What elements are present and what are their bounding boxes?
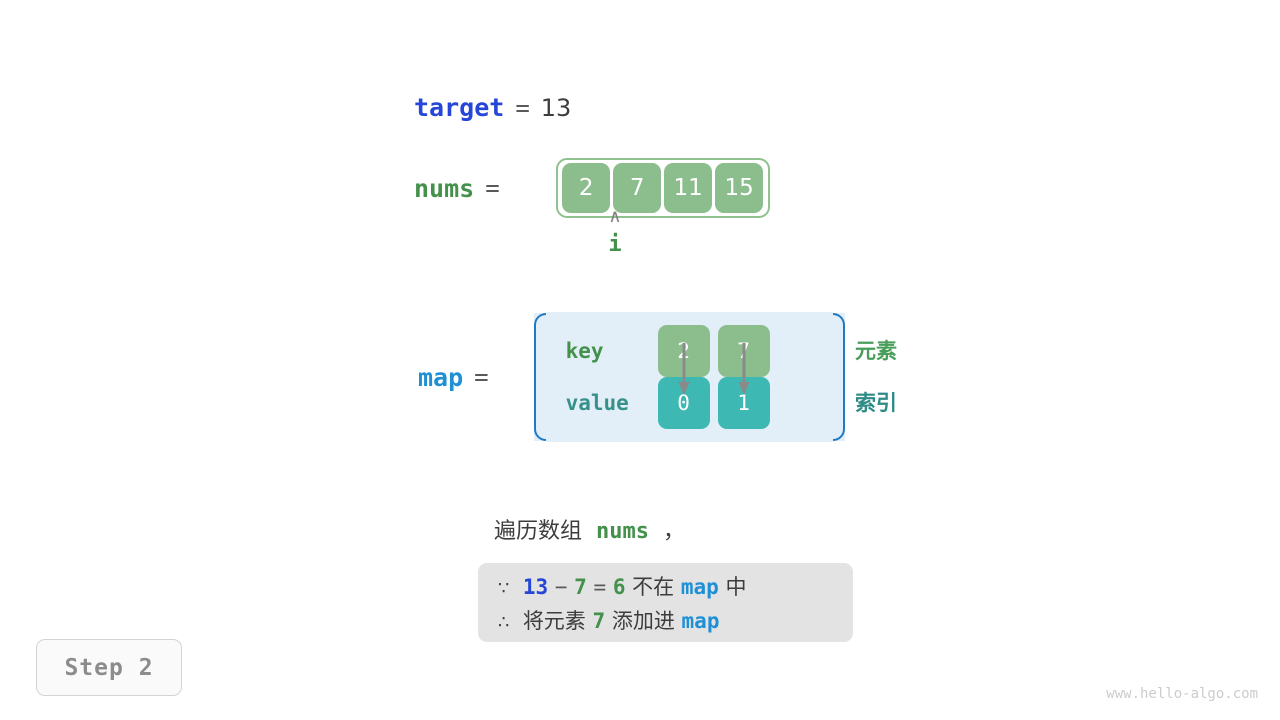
explain-operand-a: 13 (522, 575, 549, 599)
explain2-element: 7 (592, 609, 606, 633)
target-value: 13 (540, 94, 572, 122)
map-variable-label: map (418, 362, 464, 392)
nums-variable-label: nums (414, 173, 475, 203)
index-pointer-label: i (608, 232, 622, 257)
array-cell: 7 (613, 163, 662, 213)
explain-map-var: map (680, 575, 719, 599)
because-symbol: ∵ (498, 578, 510, 599)
explanation-line-2: ∴ 将元素 7 添加进 map (498, 605, 853, 639)
caption-line: 遍历数组 nums ， (494, 513, 685, 545)
explain2-map-var: map (681, 609, 720, 633)
map-bracket-right-icon (826, 313, 845, 441)
explanation-box: ∵ 13 − 7 = 6 不在 map 中 ∴ 将元素 7 添加进 map (478, 563, 853, 642)
map-entry: 7 1 (717, 325, 770, 429)
watermark: www.hello-algo.com (1106, 686, 1258, 702)
map-key-label: key (565, 339, 604, 363)
step-badge-label: Step 2 (64, 654, 154, 681)
map-container: key value 2 0 7 1 (533, 312, 845, 442)
caption-prefix: 遍历数组 (494, 519, 583, 544)
map-key-cell: 7 (717, 325, 770, 377)
map-inner: key value 2 0 7 1 (534, 325, 770, 429)
map-side-label-element: 元素 (855, 339, 897, 363)
array-cell: 15 (715, 163, 764, 213)
map-value-cell: 0 (657, 377, 710, 429)
target-variable-label: target (414, 93, 505, 122)
nums-equals-sign: = (485, 174, 500, 202)
map-entry-columns: 2 0 7 1 (657, 325, 770, 429)
explanation-line-1: ∵ 13 − 7 = 6 不在 map 中 (498, 571, 853, 605)
nums-row: nums = 2 7 11 15 (414, 158, 770, 218)
explain2-text-mid: 添加进 (611, 609, 675, 633)
explain-equals-sign: = (593, 575, 607, 599)
map-side-labels: 元素 索引 (855, 313, 897, 441)
bracket-mask-top (545, 312, 833, 316)
therefore-symbol: ∴ (498, 612, 510, 633)
map-row-labels: key value (566, 325, 652, 429)
target-equals-sign: = (515, 94, 530, 122)
caret-up-icon: ∧ (608, 206, 622, 227)
explain-text-mid: 不在 (632, 575, 675, 599)
target-row: target = 13 (414, 93, 571, 122)
index-pointer-group: ∧ i (592, 208, 638, 258)
bracket-mask-bottom (545, 438, 833, 442)
explain-result: 6 (612, 575, 626, 599)
caption-variable: nums (596, 519, 649, 544)
array-cell: 2 (562, 163, 611, 213)
explain-text-end: 中 (725, 575, 747, 599)
array-cell: 11 (664, 163, 713, 213)
explain-minus-sign: − (554, 575, 568, 599)
nums-array-container: 2 7 11 15 (555, 158, 770, 218)
map-value-cell: 1 (717, 377, 770, 429)
explain-operand-b: 7 (574, 575, 587, 599)
map-key-cell: 2 (657, 325, 710, 377)
map-entry: 2 0 (657, 325, 710, 429)
step-badge: Step 2 (36, 639, 182, 696)
map-equals-sign: = (474, 363, 489, 391)
map-bracket-left-icon (533, 313, 552, 441)
map-row: map = key value 2 0 7 (418, 312, 845, 442)
caption-suffix: ， (663, 519, 686, 544)
map-side-label-index: 索引 (855, 391, 897, 415)
map-value-label: value (565, 391, 629, 415)
explain2-text-start: 将元素 (522, 609, 586, 633)
